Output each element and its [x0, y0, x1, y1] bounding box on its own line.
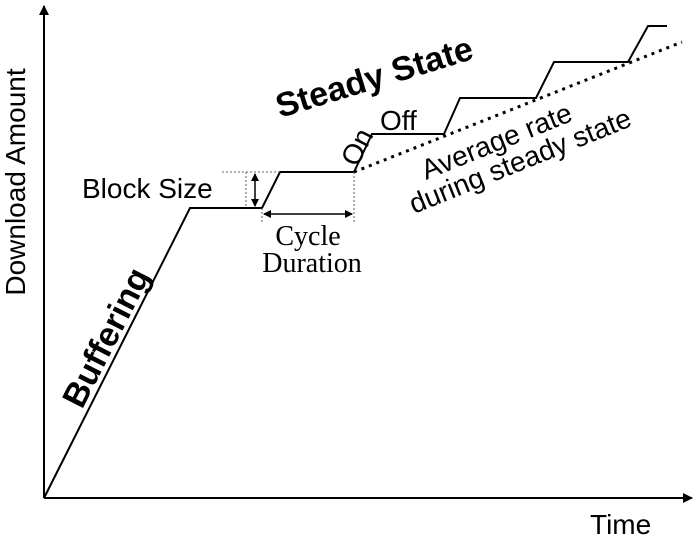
x-axis-label: Time	[590, 509, 651, 537]
average-rate-line	[353, 40, 683, 174]
off-label: Off	[380, 105, 417, 136]
block-size-label: Block Size	[82, 173, 213, 204]
cycle-label: Cycle	[275, 221, 340, 252]
buffering-label: Buffering	[55, 262, 157, 414]
y-axis-label: Download Amount	[0, 68, 31, 295]
duration-label: Duration	[262, 248, 362, 279]
steady-state-label: Steady State	[271, 30, 477, 126]
on-label: On	[335, 123, 380, 170]
